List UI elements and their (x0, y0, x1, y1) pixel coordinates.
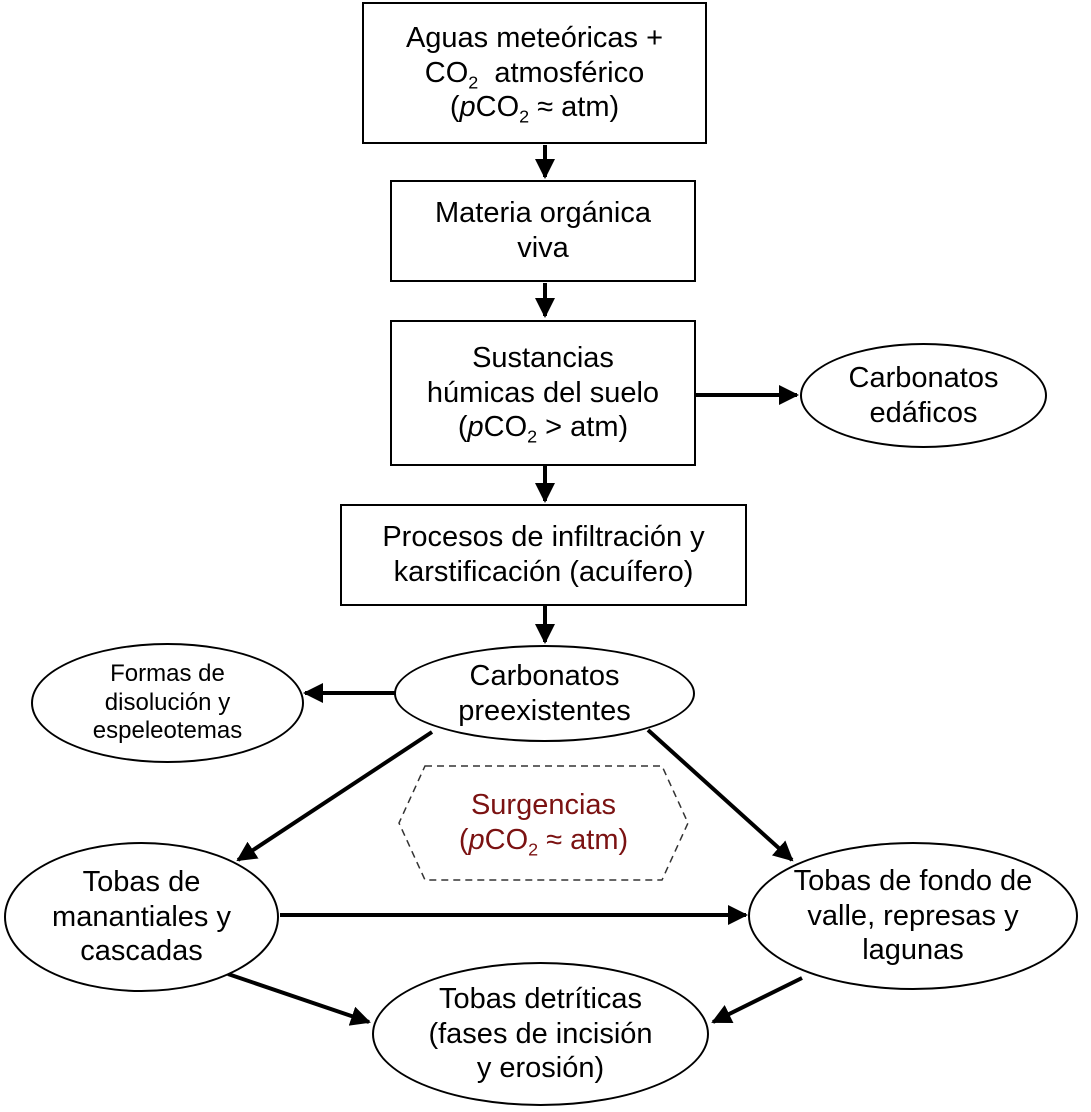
sustancias-line1: Sustancias (472, 341, 614, 374)
tobas-detr-line1: Tobas detríticas (438, 982, 643, 1015)
node-materia-organica: Materia orgánica viva (390, 180, 696, 282)
node-formas-disolucion: Formas de disolución y espeleotemas (31, 643, 304, 763)
tobas-man-line1: Tobas de (82, 865, 201, 898)
node-sustancias-humicas: Sustancias húmicas del suelo (pCO2 > atm… (390, 320, 696, 466)
tobas-fondo-line2: valle, represas y (807, 899, 1019, 932)
carb-edaficos-line2: edáficos (869, 396, 978, 429)
sustancias-line2: húmicas del suelo (426, 376, 660, 409)
tobas-man-line2: manantiales y (52, 900, 231, 933)
surgencias-hexagon (398, 765, 689, 881)
tobas-detr-line2: (fases de incisión (428, 1017, 653, 1050)
materia-line1: Materia orgánica (435, 197, 651, 230)
node-tobas-fondo-valle: Tobas de fondo de valle, represas y lagu… (748, 842, 1078, 990)
surgencias-line1: Surgencias (470, 789, 617, 822)
formas-line1: Formas de (110, 659, 225, 687)
carb-preex-line1: Carbonatos (469, 659, 620, 692)
formas-line3: espeleotemas (92, 717, 243, 745)
node-tobas-manantiales: Tobas de manantiales y cascadas (4, 842, 279, 992)
procesos-line1: Procesos de infiltración y (382, 521, 705, 554)
tobas-fondo-line3: lagunas (862, 934, 964, 967)
arrow-tobas-manantiales-to-detriticas (227, 972, 371, 1026)
formas-line2: disolución y (104, 688, 231, 716)
aguas-line1: Aguas meteóricas + (405, 21, 664, 54)
tobas-detr-line3: y erosión) (476, 1052, 605, 1085)
node-tobas-detriticas: Tobas detríticas (fases de incisión y er… (372, 962, 709, 1106)
aguas-line3: (pCO2 ≈ atm) (449, 91, 620, 127)
procesos-line2: karstificación (acuífero) (393, 556, 694, 588)
tobas-man-line3: cascadas (80, 935, 203, 968)
arrow-tobas-fondo-to-detriticas (711, 976, 803, 1024)
node-procesos-infiltracion: Procesos de infiltración y karstificació… (340, 504, 747, 606)
arrow-carbonatos-to-tobas-manantiales (236, 730, 434, 862)
node-aguas-meteoricas: Aguas meteóricas + CO2 atmosférico (pCO2… (362, 2, 707, 144)
node-carbonatos-preexistentes: Carbonatos preexistentes (394, 645, 695, 742)
node-surgencias: Surgencias (pCO2 ≈ atm) (399, 766, 688, 880)
sustancias-line3: (pCO2 > atm) (457, 411, 629, 447)
node-carbonatos-edaficos: Carbonatos edáficos (800, 343, 1047, 448)
carb-edaficos-line1: Carbonatos (848, 361, 999, 394)
materia-line2: viva (517, 232, 569, 264)
carb-preex-line2: preexistentes (458, 694, 631, 727)
surgencias-line2: (pCO2 ≈ atm) (458, 824, 629, 860)
arrow-carbonatos-to-tobas-fondo (646, 728, 794, 862)
tobas-fondo-line1: Tobas de fondo de (793, 864, 1033, 897)
aguas-line2: CO2 atmosférico (424, 56, 645, 92)
